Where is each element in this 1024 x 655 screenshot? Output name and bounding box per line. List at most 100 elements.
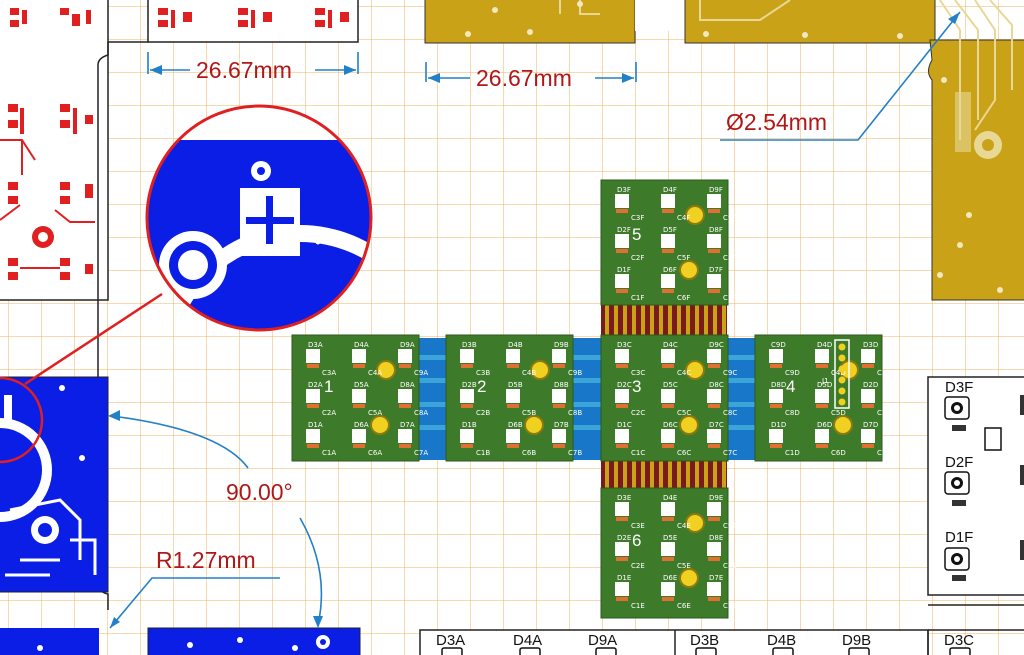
led-ref-label: D1A: [308, 421, 323, 429]
led-pad: [352, 429, 366, 443]
led-ref-label: D5F: [663, 226, 677, 234]
capacitor-pad: [662, 209, 674, 213]
bottom-white-board: D3F D2F D1F D3A D4A D9A D3B D4B D9B D3C: [419, 376, 1024, 655]
led-ref-label: D1E: [617, 574, 631, 582]
led-pad: [815, 349, 829, 363]
cap-ref-label: C2E: [631, 562, 645, 570]
capacitor-pad: [708, 404, 720, 408]
capacitor-pad: [507, 404, 519, 408]
led-ref-label: D8D: [771, 381, 786, 389]
led-pad: [460, 349, 474, 363]
capacitor-pad: [816, 364, 828, 368]
led-pad: [460, 429, 474, 443]
led-pad: [615, 502, 629, 516]
cap-ref-label: C1C: [631, 449, 645, 457]
led-ref-label: D9E: [709, 494, 723, 502]
led-pad: [861, 429, 875, 443]
panel-number: 6: [632, 531, 641, 550]
cap-ref-label: C2B: [476, 409, 490, 417]
led-ref-label: D6D: [817, 421, 832, 429]
led-ref-label: D4B: [508, 341, 523, 349]
led-pad: [661, 194, 675, 208]
led-ref-label: D6C: [663, 421, 678, 429]
capacitor-pad: [708, 209, 720, 213]
led-ref-label: D2C: [617, 381, 632, 389]
led-ref-label: D5E: [663, 534, 677, 542]
capacitor-pad: [353, 364, 365, 368]
cap-ref-label: C6F: [677, 294, 690, 302]
led-pad: [707, 274, 721, 288]
capacitor-pad: [616, 209, 628, 213]
panel-4: C9DC9DD4DC4DD3DC3DD8DC8DD5DC5DD2DC2DD1DC…: [754, 334, 892, 462]
led-ref-label: D3E: [617, 494, 631, 502]
cap-ref-label: C4E: [677, 522, 691, 530]
capacitor-pad: [662, 364, 674, 368]
capacitor-pad: [616, 517, 628, 521]
led-pad: [661, 234, 675, 248]
cube-cross-pcb: D3AC3AD4AC4AD9AC9AD2AC2AD5AC5AD8AC8AD1AC…: [291, 179, 892, 619]
cap-ref-label: C6A: [368, 449, 382, 457]
cap-ref-label: C3F: [631, 214, 644, 222]
cap-ref-label: C5F: [677, 254, 690, 262]
capacitor-pad: [708, 249, 720, 253]
led-pad: [769, 389, 783, 403]
led-pad: [661, 582, 675, 596]
cap-ref-label: C9A: [414, 369, 428, 377]
cap-ref-label: C3E: [631, 522, 645, 530]
led-pad: [615, 274, 629, 288]
capacitor-pad: [662, 289, 674, 293]
cap-ref-label: C1A: [322, 449, 336, 457]
cap-ref-label: C6D: [831, 449, 846, 457]
connector-j1: J1: [821, 339, 850, 409]
capacitor-pad: [770, 404, 782, 408]
cap-ref-label: C7F: [723, 294, 736, 302]
capacitor-pad: [862, 404, 874, 408]
flex-connector: [601, 460, 727, 488]
capacitor-pad: [616, 249, 628, 253]
led-pad: [707, 349, 721, 363]
capacitor-pad: [708, 597, 720, 601]
led-pad: [707, 389, 721, 403]
led-ref-label: D2B: [462, 381, 477, 389]
led-pad: [306, 389, 320, 403]
cap-ref-label: C2C: [631, 409, 645, 417]
capacitor-pad: [616, 557, 628, 561]
panel-outline-left: [97, 41, 148, 610]
cap-ref-label: C7B: [568, 449, 582, 457]
capacitor-pad: [662, 444, 674, 448]
capacitor-pad: [616, 404, 628, 408]
led-pad: [707, 502, 721, 516]
bottom-ref-label: D9B: [842, 632, 871, 649]
cap-ref-label: C8F: [723, 254, 736, 262]
capacitor-pad: [461, 364, 473, 368]
panel-3: D3CC3CD4CC4CD9CC9CD2CC2CD5CC5CD8CC8CD1CC…: [600, 334, 737, 462]
capacitor-pad: [353, 404, 365, 408]
led-ref-label: D6E: [663, 574, 677, 582]
capacitor-pad: [662, 249, 674, 253]
led-ref-label: D4F: [663, 186, 677, 194]
led-ref-label: D7F: [709, 266, 723, 274]
capacitor-pad: [708, 444, 720, 448]
led-pad: [661, 274, 675, 288]
capacitor-pad: [307, 444, 319, 448]
led-pad: [661, 502, 675, 516]
capacitor-pad: [708, 557, 720, 561]
led-pad: [552, 349, 566, 363]
panel-1: D3AC3AD4AC4AD9AC9AD2AC2AD5AC5AD8AC8AD1AC…: [291, 334, 428, 462]
cap-ref-label: C4C: [677, 369, 691, 377]
capacitor-pad: [461, 444, 473, 448]
led-ref-label: D8B: [554, 381, 569, 389]
led-pad: [861, 389, 875, 403]
capacitor-pad: [616, 597, 628, 601]
led-pad: [707, 194, 721, 208]
led-pad: [460, 389, 474, 403]
cap-ref-label: C3D: [877, 369, 892, 377]
bottom-ref-label: D9A: [588, 632, 617, 649]
cap-ref-label: C9B: [568, 369, 582, 377]
led-ref-label: D3B: [462, 341, 477, 349]
cap-ref-label: C4B: [522, 369, 536, 377]
cap-ref-label: C9F: [723, 214, 736, 222]
panel-number: 1: [324, 377, 333, 396]
